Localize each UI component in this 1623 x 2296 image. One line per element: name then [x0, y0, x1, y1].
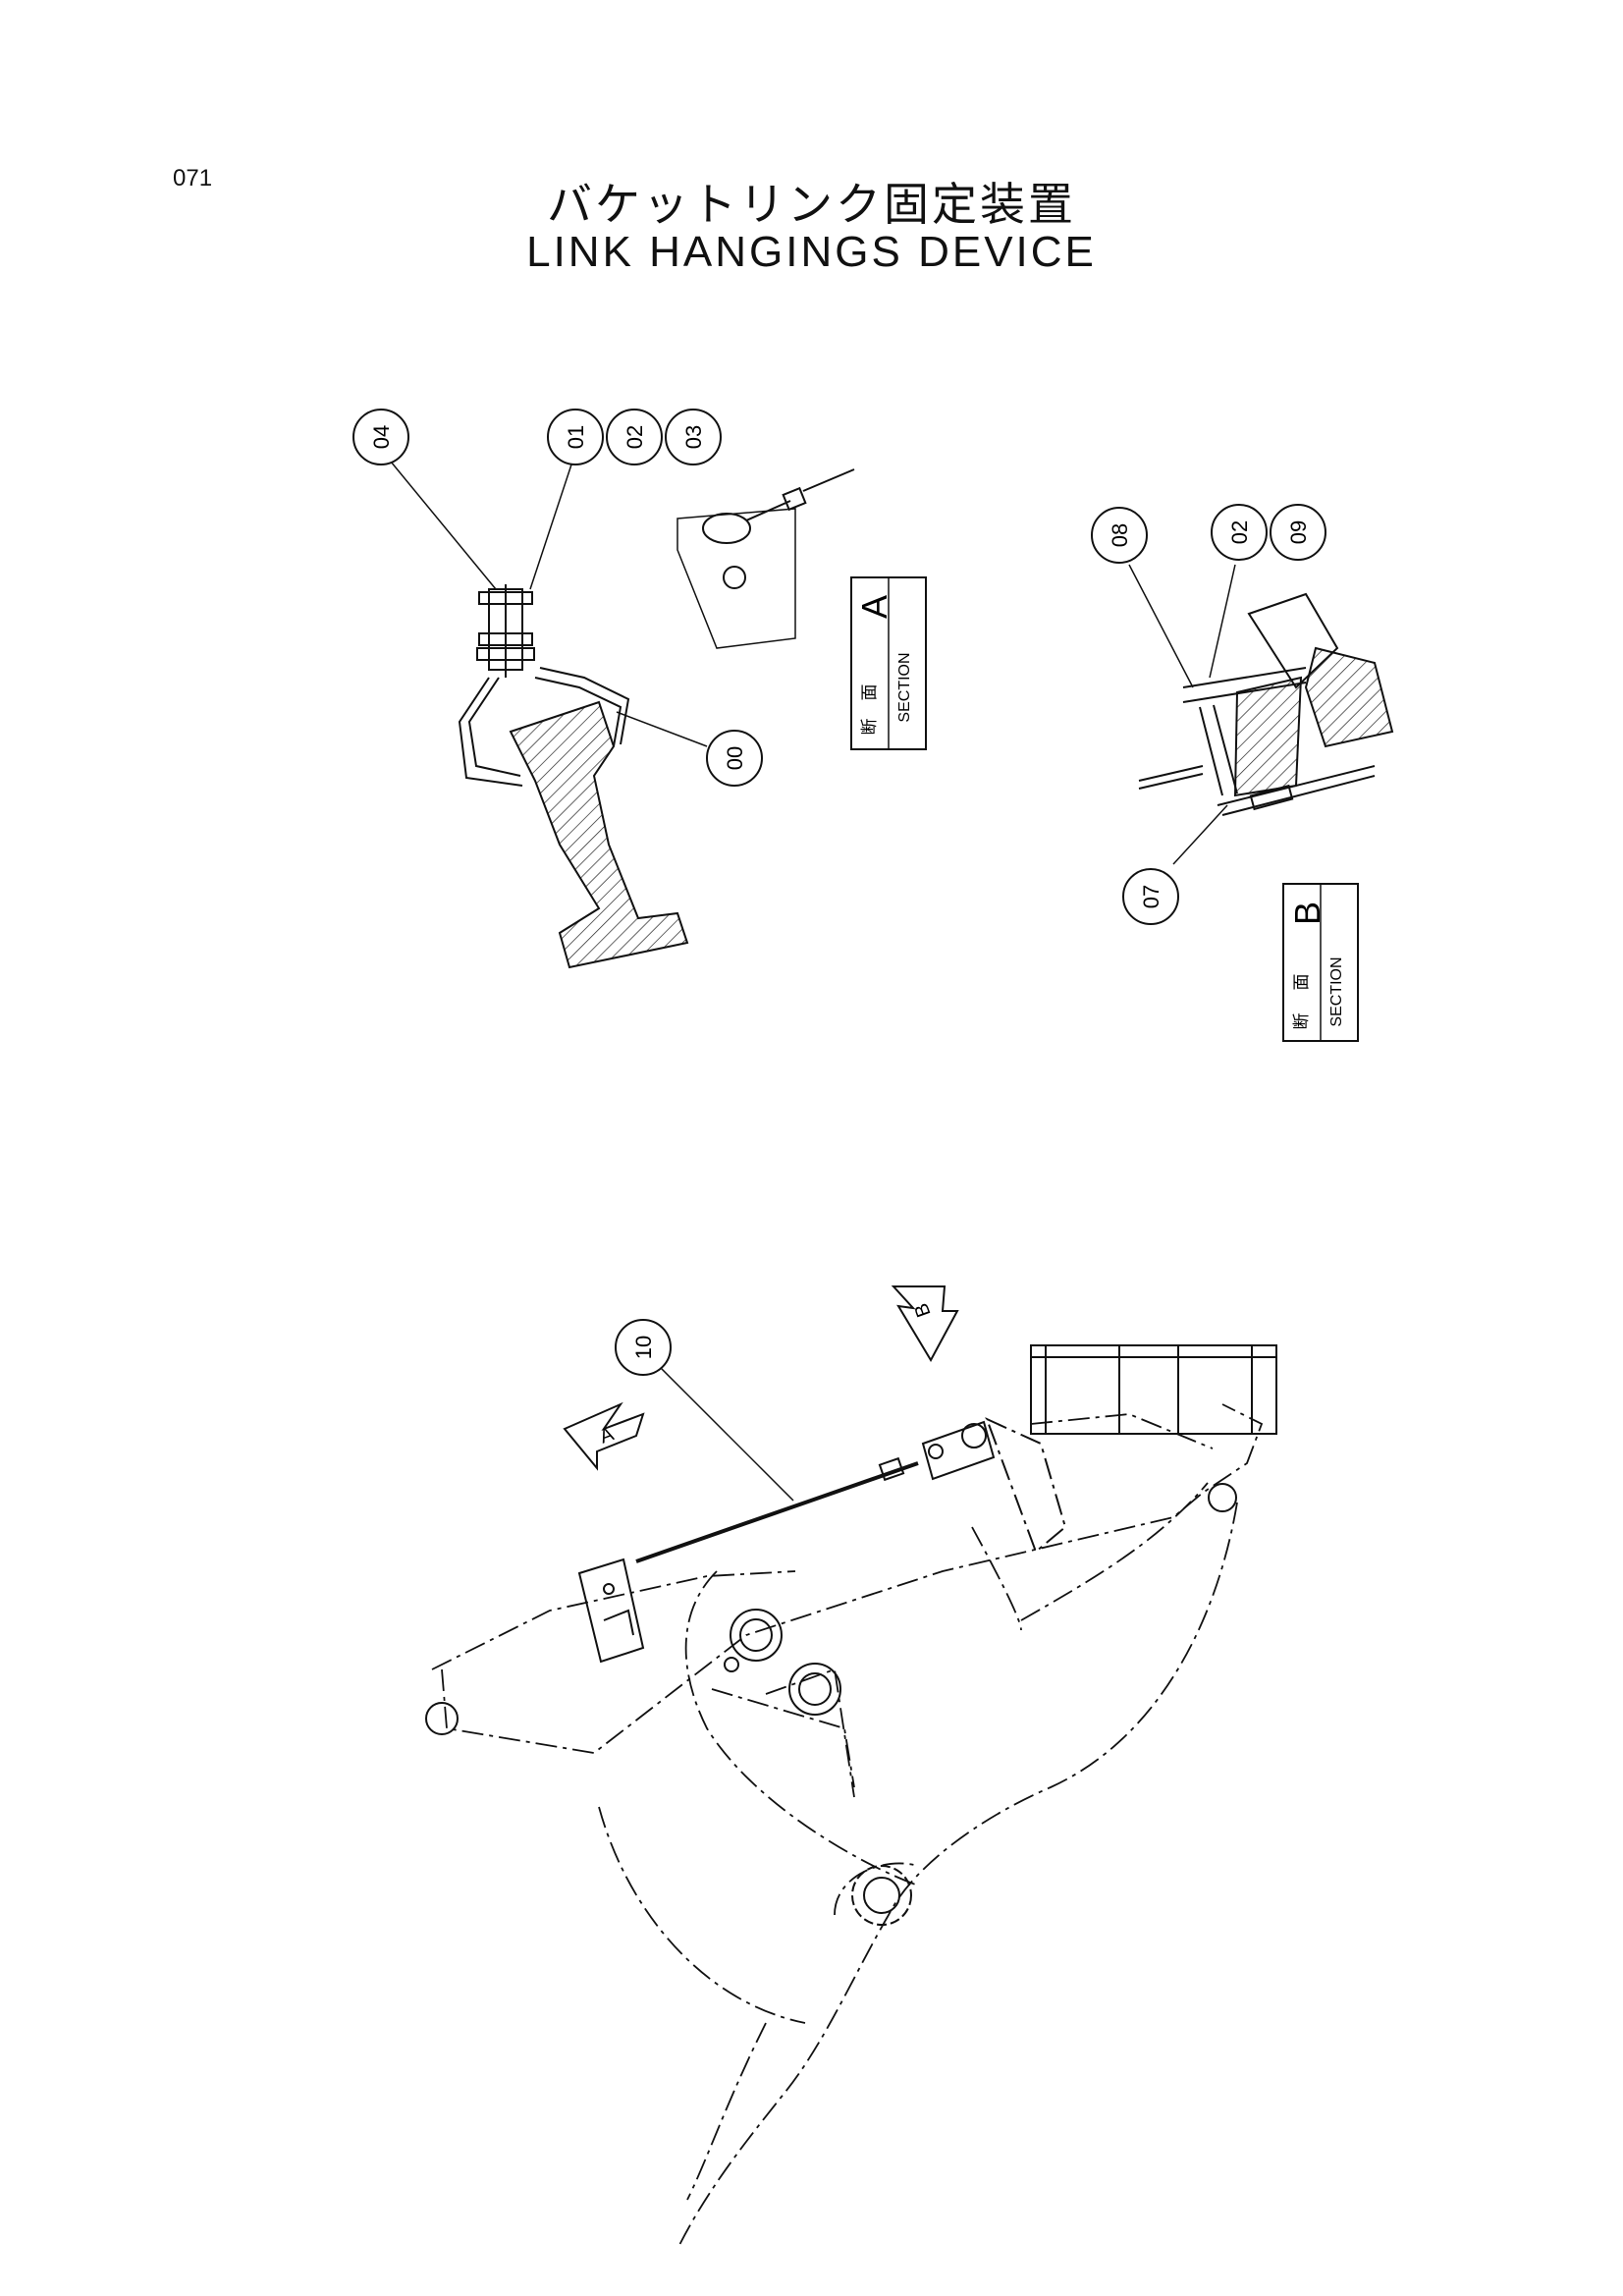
- svg-text:02: 02: [622, 425, 647, 449]
- svg-text:A: A: [854, 595, 894, 619]
- svg-text:04: 04: [369, 425, 394, 449]
- svg-text:08: 08: [1108, 523, 1132, 547]
- callout-08: 08: [1091, 507, 1148, 564]
- callout-07: 07: [1122, 868, 1179, 925]
- svg-text:B: B: [1287, 902, 1327, 925]
- svg-text:09: 09: [1286, 520, 1311, 544]
- main-assembly: [425, 1344, 1277, 2250]
- view-arrow-a: A: [563, 1401, 645, 1471]
- callout-01: 01: [547, 409, 604, 465]
- callout-10: 10: [615, 1319, 672, 1376]
- section-a-label: 断 面 SECTION A: [850, 576, 927, 750]
- callout-00: 00: [706, 730, 763, 787]
- title-english: LINK HANGINGS DEVICE: [526, 228, 1097, 276]
- callout-02-b: 02: [1211, 504, 1268, 561]
- callout-04: 04: [352, 409, 409, 465]
- svg-text:SECTION: SECTION: [896, 652, 913, 722]
- callout-09: 09: [1270, 504, 1326, 561]
- view-arrow-b: B: [891, 1285, 959, 1363]
- svg-text:10: 10: [631, 1336, 656, 1359]
- svg-text:00: 00: [723, 746, 747, 770]
- svg-text:断: 断: [1292, 1013, 1311, 1030]
- section-a-detail: [390, 461, 855, 969]
- svg-text:02: 02: [1227, 520, 1252, 544]
- callout-02: 02: [606, 409, 663, 465]
- title-japanese: バケットリンク固定装置: [547, 178, 1076, 231]
- section-b-label: 断 面 SECTION B: [1282, 883, 1359, 1042]
- svg-text:03: 03: [681, 425, 706, 449]
- page-number: 071: [173, 165, 213, 191]
- section-b-detail: [1128, 564, 1394, 865]
- svg-text:面: 面: [860, 684, 879, 701]
- svg-text:07: 07: [1139, 885, 1163, 908]
- svg-text:01: 01: [564, 425, 588, 449]
- svg-text:SECTION: SECTION: [1328, 957, 1345, 1026]
- svg-text:断: 断: [860, 719, 879, 736]
- svg-text:面: 面: [1292, 974, 1311, 991]
- callout-03: 03: [665, 409, 722, 465]
